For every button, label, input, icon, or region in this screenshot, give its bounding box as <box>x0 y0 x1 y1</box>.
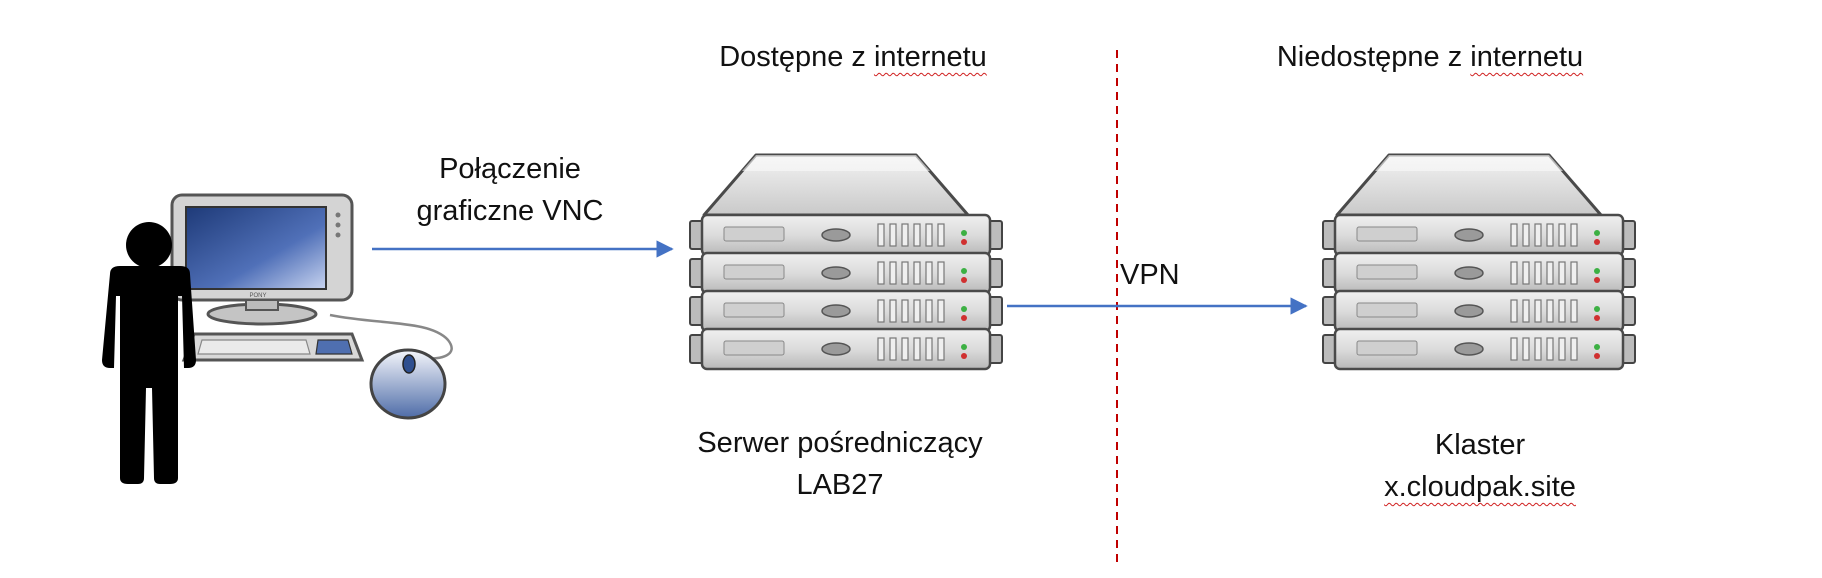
proxy-server-id: LAB27 <box>796 469 884 501</box>
public-zone-text: Dostępne z <box>719 41 874 73</box>
private-zone-text: Niedostępne z <box>1276 41 1471 73</box>
proxy-server-name: Serwer pośredniczący <box>697 427 983 459</box>
private-zone-label: Niedostępne z internetu <box>1240 36 1620 78</box>
cluster-server-icon <box>1323 155 1635 369</box>
proxy-server-icon <box>690 155 1002 369</box>
cluster-name: Klaster <box>1434 429 1526 461</box>
vnc-connection-label: Połączenie graficzne VNC <box>400 148 620 232</box>
public-zone-label: Dostępne z internetu <box>692 36 1014 78</box>
public-zone-underlined-word: internetu <box>873 41 987 73</box>
private-zone-underlined-word: internetu <box>1470 41 1584 73</box>
cluster-domain: x.cloudpak.site <box>1384 471 1576 503</box>
svg-text:PONY: PONY <box>249 293 266 299</box>
proxy-server-caption: Serwer pośredniczący LAB27 <box>660 422 1020 506</box>
vnc-label-line2: graficzne VNC <box>416 195 604 227</box>
cluster-caption: Klaster x.cloudpak.site <box>1330 424 1630 508</box>
vpn-connection-label: VPN <box>1120 259 1180 291</box>
user-workstation-icon: PONY <box>170 193 453 420</box>
vnc-label-line1: Połączenie <box>439 153 581 185</box>
person-icon <box>102 222 196 484</box>
